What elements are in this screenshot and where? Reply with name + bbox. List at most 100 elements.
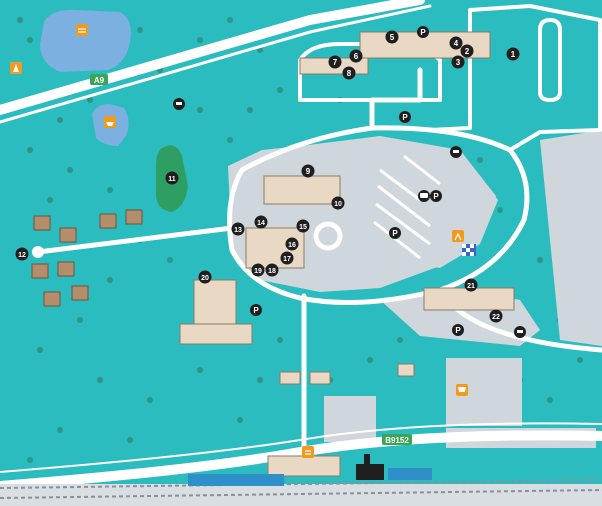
marker-circle (506, 47, 520, 61)
shopping-icon[interactable] (456, 384, 468, 396)
marker-circle (489, 309, 503, 323)
marker-21[interactable]: 21 (464, 278, 478, 292)
parking-icon[interactable]: P (430, 190, 442, 202)
marker-19[interactable]: 19 (251, 263, 265, 277)
checkered-flag-icon (462, 244, 476, 256)
conference-building (263, 175, 341, 205)
train-station-icon[interactable] (302, 446, 314, 458)
marker-label: 9 (306, 167, 311, 176)
marker-14[interactable]: 14 (254, 215, 268, 229)
playground-icon[interactable] (452, 230, 464, 242)
marker-label: 21 (467, 283, 475, 290)
marker-circle (451, 55, 465, 69)
parking-icon[interactable]: P (250, 304, 262, 316)
bus-icon[interactable] (418, 190, 430, 202)
roundabout (313, 221, 343, 251)
marker-13[interactable]: 13 (231, 222, 245, 236)
dog-icon[interactable] (173, 98, 185, 110)
marker-4[interactable]: 4 (449, 36, 463, 50)
marker-10[interactable]: 10 (331, 196, 345, 210)
marker-circle (464, 278, 478, 292)
marker-label: 15 (299, 224, 307, 231)
marker-18[interactable]: 18 (265, 263, 279, 277)
parking-label: P (253, 306, 259, 315)
parking-label: P (455, 326, 461, 335)
shed (397, 363, 415, 377)
boat-icon[interactable] (104, 116, 116, 128)
marker-circle (331, 196, 345, 210)
a9-highway-lane (0, 4, 432, 124)
marker-1[interactable]: 1 (506, 47, 520, 61)
marker-label: 17 (283, 256, 291, 263)
marker-label: 11 (168, 176, 176, 183)
marker-label: 1 (511, 50, 516, 59)
dog-icon[interactable] (450, 146, 462, 158)
marker-circle (265, 263, 279, 277)
racetrack (538, 18, 562, 102)
marker-label: 3 (456, 58, 461, 67)
cabin-junction (32, 246, 44, 258)
hotel-tower-base (179, 323, 253, 345)
parking-icon[interactable]: P (417, 26, 429, 38)
cabins (31, 209, 143, 307)
marker-circle (328, 55, 342, 69)
marker-circle (165, 171, 179, 185)
parking-icon[interactable]: P (399, 111, 411, 123)
gate-east (309, 371, 331, 385)
marker-circle (301, 164, 315, 178)
marker-15[interactable]: 15 (296, 219, 310, 233)
marker-circle (296, 219, 310, 233)
marker-3[interactable]: 3 (451, 55, 465, 69)
marker-label: 16 (288, 242, 296, 249)
marker-label: 20 (201, 275, 209, 282)
east-loop (428, 4, 602, 152)
parking-icon[interactable]: P (452, 324, 464, 336)
marker-circle (251, 263, 265, 277)
b9152-lane (0, 422, 602, 473)
marker-circle (198, 270, 212, 284)
marker-label: 4 (454, 39, 459, 48)
marker-label: 13 (234, 227, 242, 234)
marker-circle (342, 66, 356, 80)
marker-17[interactable]: 17 (280, 251, 294, 265)
marker-22[interactable]: 22 (489, 309, 503, 323)
marker-circle (449, 36, 463, 50)
dog-icons (173, 98, 526, 338)
trains (188, 468, 432, 486)
marker-circle (280, 251, 294, 265)
marker-7[interactable]: 7 (328, 55, 342, 69)
marker-8[interactable]: 8 (342, 66, 356, 80)
marker-label: 6 (354, 52, 359, 61)
road-label-a9: A9 (90, 74, 108, 85)
marker-12[interactable]: 12 (15, 247, 29, 261)
marker-2[interactable]: 2 (460, 44, 474, 58)
parking-label: P (420, 28, 426, 37)
b9152-road (0, 430, 602, 491)
lake-north (40, 9, 131, 72)
marker-11[interactable]: 11 (165, 171, 179, 185)
campsite-icon[interactable] (10, 62, 22, 74)
marker-5[interactable]: 5 (385, 30, 399, 44)
dog-icon[interactable] (514, 326, 526, 338)
marker-circle (385, 30, 399, 44)
marker-9[interactable]: 9 (301, 164, 315, 178)
parking-label: P (402, 113, 408, 122)
marker-circle (15, 247, 29, 261)
marker-20[interactable]: 20 (198, 270, 212, 284)
rail-track (0, 479, 602, 489)
poi-icons (10, 24, 476, 480)
road-label-a9-text: A9 (94, 76, 105, 85)
parking-icon[interactable]: P (389, 227, 401, 239)
marker-label: 14 (257, 220, 265, 227)
lake-icon[interactable] (76, 24, 88, 36)
gate-west (279, 371, 301, 385)
marker-label: 5 (390, 33, 395, 42)
marker-16[interactable]: 16 (285, 237, 299, 251)
parking-stripes (373, 154, 441, 260)
marker-6[interactable]: 6 (349, 49, 363, 63)
marker-label: 18 (268, 268, 276, 275)
station-building (267, 455, 341, 477)
rail-track-2 (0, 489, 602, 499)
